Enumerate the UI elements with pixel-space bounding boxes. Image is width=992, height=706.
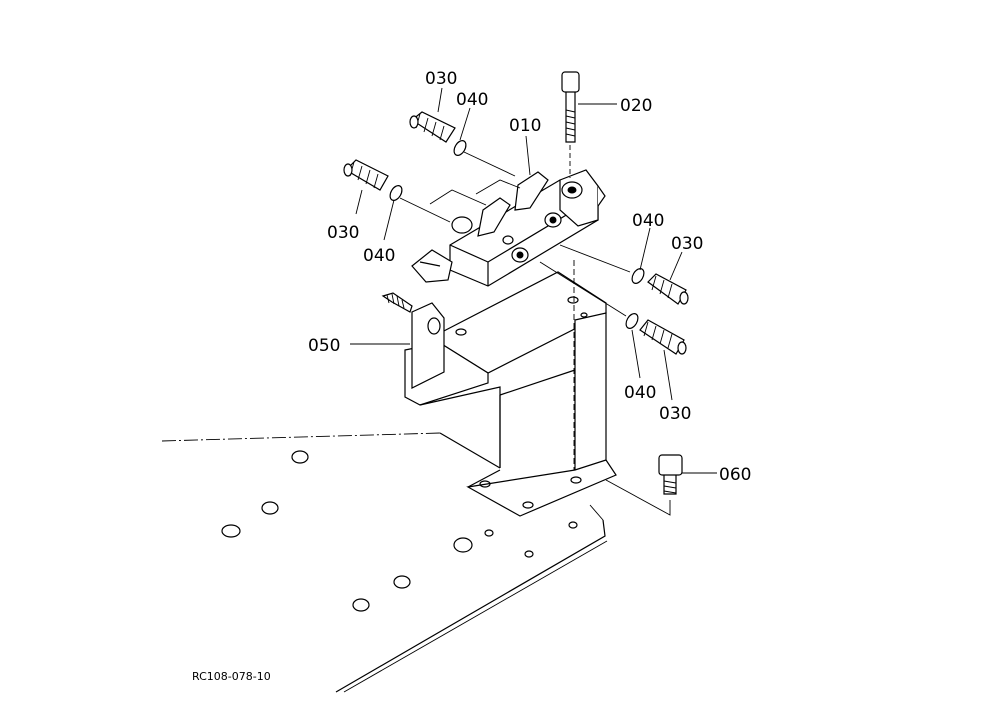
callout-030-top: 030 <box>425 69 457 89</box>
leader-lines <box>350 87 717 474</box>
valve-body-icon <box>411 169 606 287</box>
hose-fitting-icon <box>343 159 389 191</box>
callout-040-right-upper: 040 <box>632 211 664 231</box>
callout-040-top: 040 <box>456 90 488 110</box>
callout-030-right-upper: 030 <box>671 234 703 254</box>
mounting-bracket-icon <box>381 271 617 517</box>
callout-040-right-lower: 040 <box>624 383 656 403</box>
plate-holes <box>221 450 578 612</box>
callout-040-left: 040 <box>363 246 395 266</box>
short-bolt-icon <box>605 454 683 516</box>
callout-030-right-lower: 030 <box>659 404 691 424</box>
callout-020: 020 <box>620 96 652 116</box>
callout-060: 060 <box>719 465 751 485</box>
hose-fitting-icon <box>409 111 456 143</box>
callout-030-left: 030 <box>327 223 359 243</box>
long-bolt-icon <box>561 71 580 178</box>
o-ring-icon <box>389 140 645 329</box>
hose-fitting-icon <box>639 319 687 355</box>
hose-fitting-icon <box>647 273 689 305</box>
assembly-lines <box>399 151 631 470</box>
callout-010: 010 <box>509 116 541 136</box>
reference-code: RC108-078-10 <box>192 670 271 683</box>
callout-050: 050 <box>308 336 340 356</box>
frame-plate <box>161 432 608 693</box>
